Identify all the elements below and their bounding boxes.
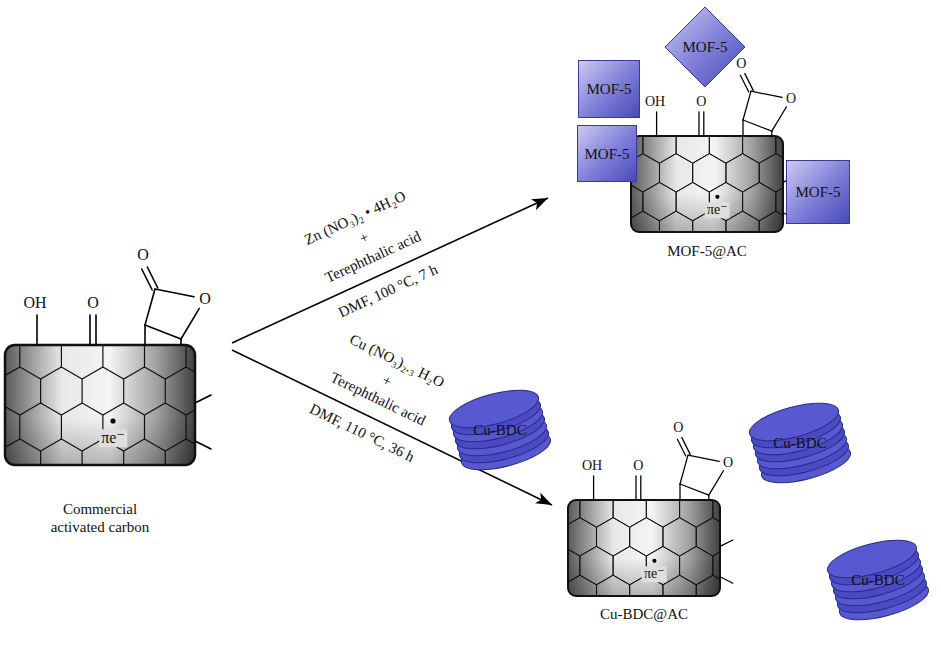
- atom-label: πe⁻: [99, 429, 127, 447]
- crystal-label: Cu-BDC: [473, 422, 526, 439]
- chemical-bond: [751, 91, 782, 97]
- reaction-arrow: [232, 350, 552, 505]
- chemical-bond: [709, 471, 724, 495]
- atom-label: OH: [645, 95, 665, 110]
- chemical-bond: [593, 476, 594, 500]
- chemical-bond: [195, 395, 211, 403]
- atom-label: OH: [582, 459, 602, 474]
- crystal-label: Cu-BDC: [851, 572, 904, 589]
- chemical-bond: [680, 484, 709, 495]
- material-label: Commercial activated carbon: [41, 500, 159, 536]
- carbon-outline: [631, 136, 783, 232]
- carbon-outline: [568, 500, 720, 596]
- chemical-bond: [740, 75, 748, 92]
- chemical-bond: [680, 455, 688, 484]
- mof-crystal: MOF-5: [578, 60, 640, 118]
- chemical-bond: [180, 339, 182, 345]
- chemical-bond: [708, 495, 709, 500]
- reaction-arrow: [232, 198, 548, 343]
- activated-carbon: [0, 267, 290, 559]
- atom-label: πe⁻: [642, 567, 667, 582]
- atom-label: O: [723, 455, 733, 470]
- chemical-bond: [703, 112, 704, 136]
- radical-dot: [715, 195, 719, 199]
- chemical-bond: [142, 269, 153, 290]
- chemical-bond: [155, 289, 194, 297]
- chemical-bond: [145, 325, 181, 339]
- material-label: MOF-5@AC: [667, 242, 747, 260]
- radical-dot: [652, 559, 656, 563]
- chemical-bond: [771, 131, 772, 136]
- chemical-bond: [144, 325, 146, 345]
- chemical-bond: [145, 289, 155, 325]
- diamond-shape: [665, 7, 745, 87]
- graphene-lattice: [5, 345, 195, 465]
- chemical-bond: [720, 577, 733, 583]
- crystal-label: MOF-5: [682, 39, 727, 56]
- mof-crystal: MOF-5: [786, 160, 850, 224]
- atom-label: O: [633, 459, 643, 474]
- atom-label: O: [137, 246, 149, 264]
- chemical-bond: [677, 439, 685, 456]
- graphene-lattice: [631, 136, 783, 232]
- crystal-label: Cu-BDC: [773, 435, 826, 452]
- chemical-bond: [743, 91, 751, 120]
- chemical-bond: [95, 315, 97, 345]
- chemical-bond: [679, 484, 680, 500]
- atom-label: OH: [23, 294, 46, 312]
- atom-label: O: [696, 95, 706, 110]
- crystal-label: MOF-5: [795, 184, 840, 201]
- atom-label: πe⁻: [705, 203, 730, 218]
- chemical-bond: [743, 120, 772, 131]
- chemical-bond: [688, 455, 719, 461]
- reaction-condition: +: [357, 229, 372, 248]
- graphene-lattice: [568, 500, 720, 596]
- composite-material: Commercial activated carbon: [0, 240, 232, 538]
- crystal-label: MOF-5: [584, 145, 629, 162]
- chemical-bond: [640, 476, 641, 500]
- layered-crystal: Cu-BDC: [445, 385, 555, 475]
- carbon-outline: [5, 345, 195, 465]
- atom-label: O: [736, 56, 746, 71]
- atom-label: O: [786, 91, 796, 106]
- chemical-bond: [742, 120, 743, 136]
- chemical-bond: [772, 107, 787, 131]
- chemical-bond: [89, 315, 91, 345]
- reaction-condition: +: [380, 371, 395, 390]
- chemical-bond: [195, 441, 211, 449]
- chemical-bond: [656, 112, 657, 136]
- layered-crystal: Cu-BDC: [745, 398, 855, 488]
- atom-label: O: [199, 290, 211, 308]
- chemical-bond: [181, 308, 199, 339]
- material-label: Cu-BDC@AC: [600, 605, 688, 623]
- chemical-bond: [36, 315, 38, 345]
- atom-label: O: [87, 294, 99, 312]
- mof-crystal: MOF-5: [577, 125, 637, 182]
- chemical-bond: [698, 112, 699, 136]
- chemical-bond: [720, 540, 733, 546]
- mof-crystal-diamond: MOF-5: [664, 6, 746, 88]
- activated-carbon: [513, 438, 796, 657]
- atom-label: O: [673, 420, 683, 435]
- chemical-bond: [635, 476, 636, 500]
- crystal-label: MOF-5: [586, 81, 631, 98]
- radical-dot: [110, 418, 115, 423]
- layered-crystal: Cu-BDC: [823, 535, 933, 625]
- composite-material: Cu-BDC@AC: [552, 440, 742, 625]
